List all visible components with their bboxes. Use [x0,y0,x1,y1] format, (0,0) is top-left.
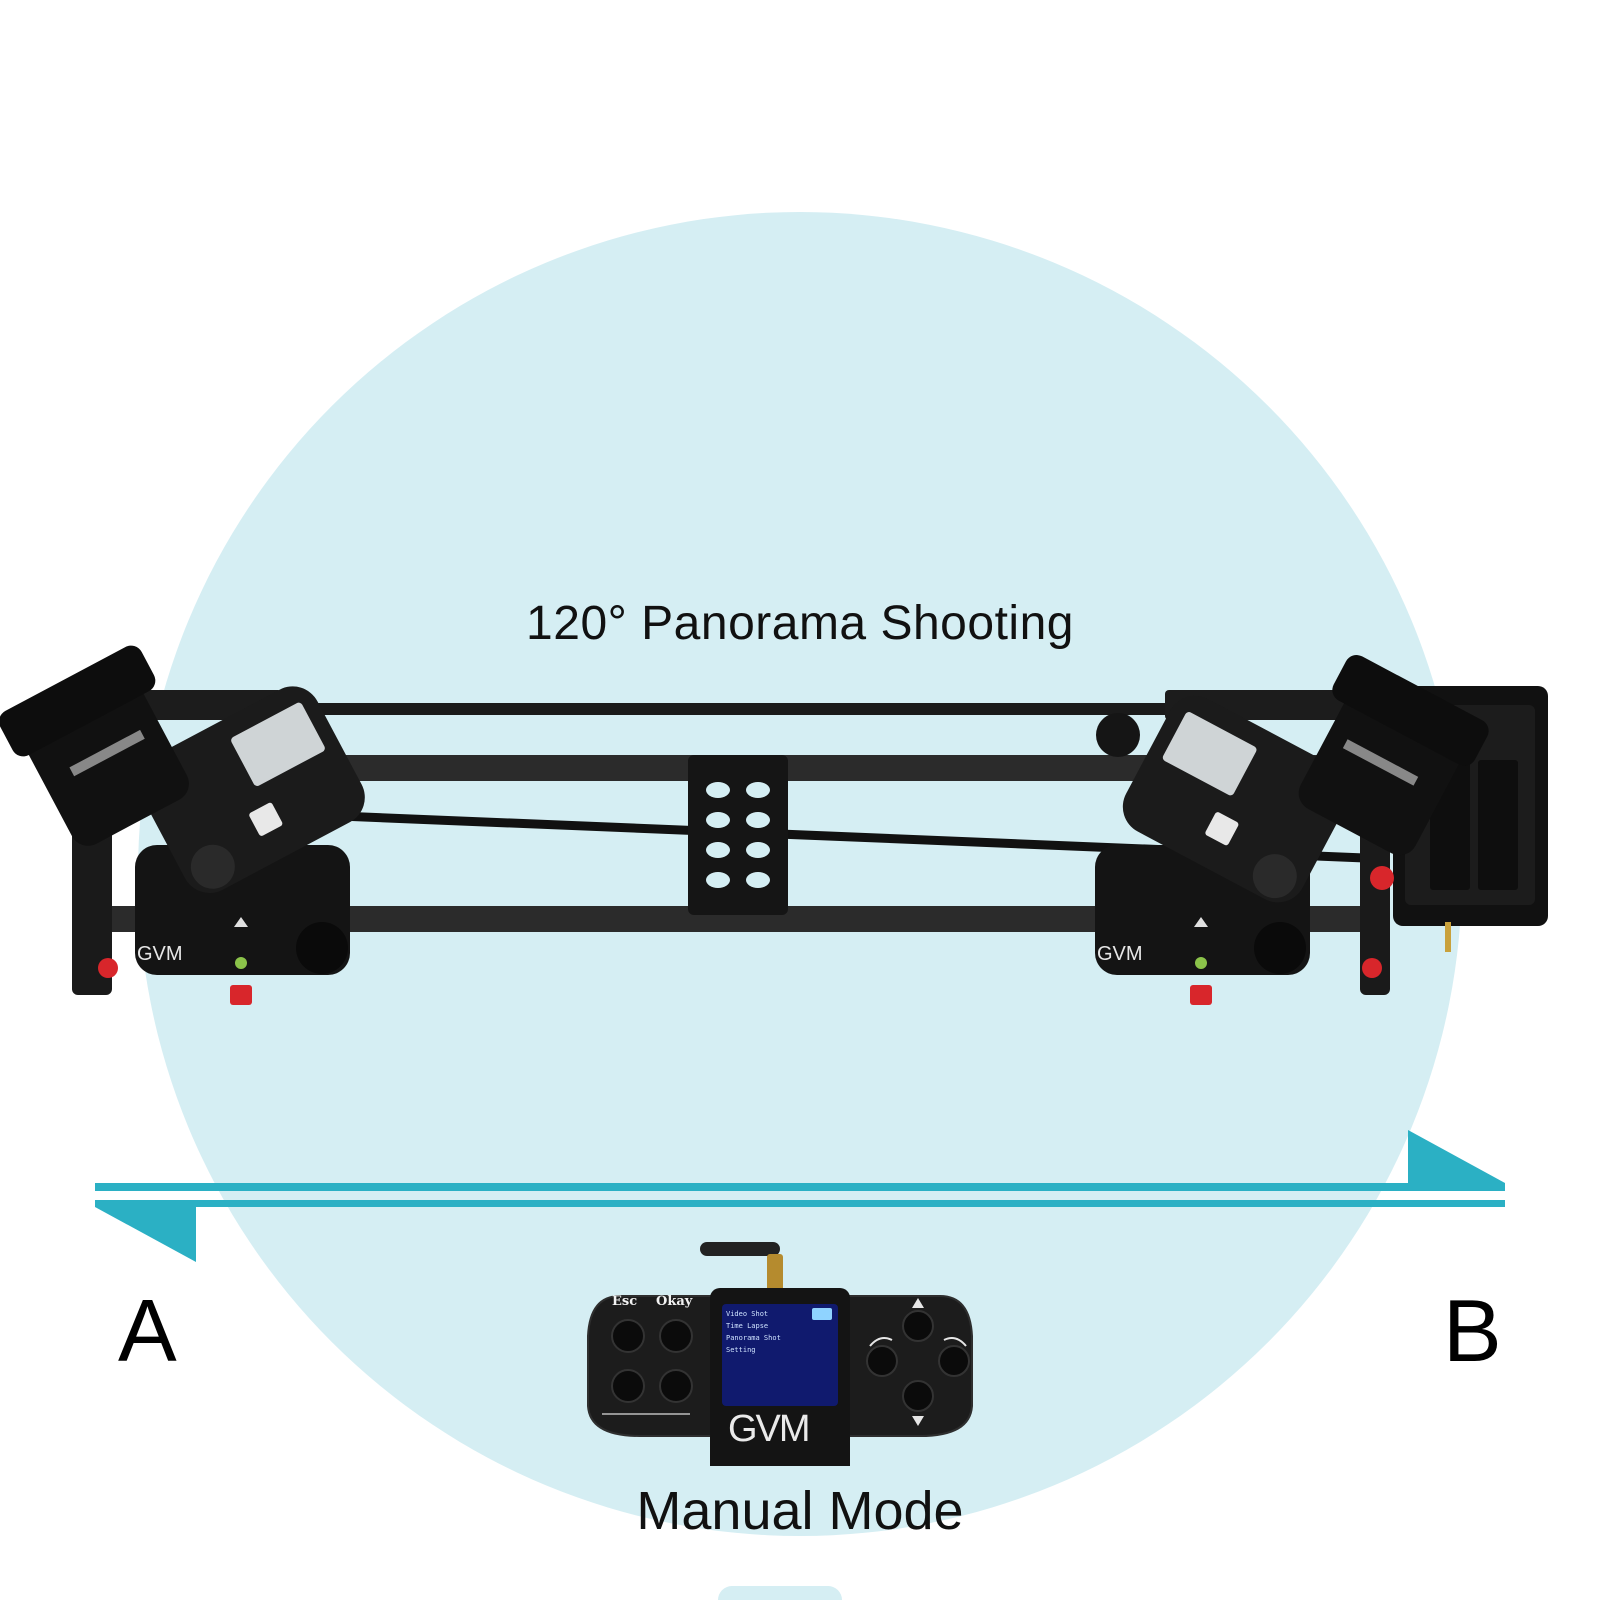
okay-label: Okay [656,1294,693,1309]
arc-fragment-bottom [718,1586,842,1600]
direction-arrows [95,1130,1505,1262]
screen-menu-item: Time Lapse [726,1322,769,1330]
mode-caption: Manual Mode [636,1481,964,1541]
down-arrow-icon [912,1416,924,1426]
rotate-right-icon [943,1337,967,1347]
arrow-left-icon [95,1207,196,1262]
remote-logo: GVM [728,1408,811,1450]
center-mount-plate [688,755,788,915]
left-head-logo: GVM [137,943,183,965]
arrow-right-icon [1408,1130,1505,1183]
rotate-left-icon [869,1337,893,1347]
screen-menu-item: Video Shot [726,1310,769,1318]
screen-menu-item: Setting [726,1346,756,1354]
right-camera [1122,655,1489,903]
headline: 120° Panorama Shooting [526,597,1074,650]
point-b-label: B [1443,1281,1502,1380]
remote-controller: Esc Okay Video Shot Time Lapse Panorama … [580,1236,980,1478]
up-arrow-icon [912,1298,924,1308]
esc-label: Esc [612,1294,638,1309]
screen-menu-item: Panorama Shot [726,1334,781,1342]
point-a-label: A [118,1281,177,1380]
left-camera [0,645,365,894]
right-head-logo: GVM [1097,943,1143,965]
remote-body [587,1242,973,1478]
antenna-icon [700,1242,783,1298]
